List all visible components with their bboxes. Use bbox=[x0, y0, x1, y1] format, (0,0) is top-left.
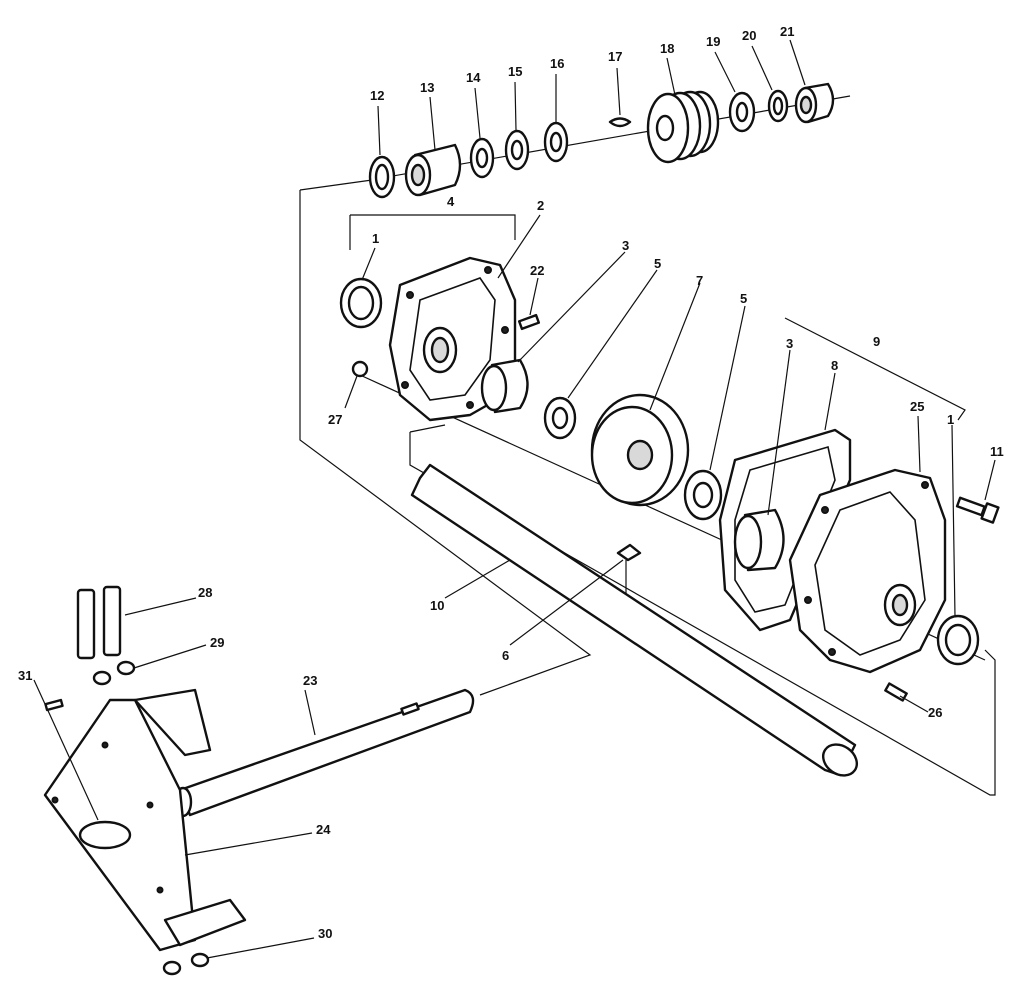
part-1-seal-right bbox=[936, 614, 980, 666]
part-6-key bbox=[616, 543, 642, 595]
label-8: 8 bbox=[831, 358, 838, 373]
part-22-grease-fitting bbox=[517, 313, 541, 331]
part-1-seal-left bbox=[339, 277, 383, 329]
label-7: 7 bbox=[696, 273, 703, 288]
label-18: 18 bbox=[660, 41, 674, 56]
part-11-bolt bbox=[955, 496, 1000, 524]
part-29-nuts bbox=[92, 660, 136, 686]
label-19: 19 bbox=[706, 34, 720, 49]
label-23: 23 bbox=[303, 673, 317, 688]
part-13-bushing bbox=[404, 143, 462, 197]
label-15: 15 bbox=[508, 64, 522, 79]
label-10: 10 bbox=[430, 598, 444, 613]
part-5-washer-right bbox=[683, 469, 723, 521]
label-21: 21 bbox=[780, 24, 794, 39]
part-10-shaft bbox=[410, 463, 858, 777]
part-15-spring-washer bbox=[504, 129, 530, 171]
label-3-right: 3 bbox=[786, 336, 793, 351]
part-3-bushing-right bbox=[733, 508, 785, 572]
part-8-gasket bbox=[718, 428, 852, 632]
part-5-washer-left bbox=[543, 396, 577, 440]
part-21-bushing bbox=[794, 82, 835, 124]
label-27: 27 bbox=[328, 412, 342, 427]
label-1-right: 1 bbox=[947, 412, 954, 427]
part-18-pulley bbox=[646, 90, 720, 164]
label-31: 31 bbox=[18, 668, 32, 683]
part-28-bolts bbox=[76, 585, 122, 660]
part-16-washer bbox=[543, 121, 569, 163]
part-20-ring bbox=[767, 89, 789, 123]
part-12-retaining-ring bbox=[368, 155, 396, 199]
label-5-right: 5 bbox=[740, 291, 747, 306]
label-9: 9 bbox=[873, 334, 880, 349]
part-19-washer bbox=[728, 91, 756, 133]
part-3-bushing-left bbox=[480, 358, 529, 414]
label-6: 6 bbox=[502, 648, 509, 663]
label-22: 22 bbox=[530, 263, 544, 278]
part-27-nut bbox=[351, 360, 369, 378]
label-29: 29 bbox=[210, 635, 224, 650]
part-30-nuts bbox=[162, 952, 210, 976]
part-17-key bbox=[608, 117, 632, 128]
label-24: 24 bbox=[316, 822, 331, 837]
part-24-bracket-plate bbox=[43, 688, 247, 952]
label-2: 2 bbox=[537, 198, 544, 213]
label-5-left: 5 bbox=[654, 256, 661, 271]
label-14: 14 bbox=[466, 70, 481, 85]
label-3-left: 3 bbox=[622, 238, 629, 253]
label-1-left: 1 bbox=[372, 231, 379, 246]
part-14-washer bbox=[469, 137, 495, 179]
leader-lines bbox=[33, 39, 996, 959]
label-17: 17 bbox=[608, 49, 622, 64]
label-28: 28 bbox=[198, 585, 212, 600]
label-25: 25 bbox=[910, 399, 924, 414]
label-11: 11 bbox=[990, 444, 1004, 459]
part-7-gear bbox=[590, 393, 690, 507]
callout-labels: 12 13 14 15 16 17 18 19 20 21 4 2 1 22 3… bbox=[18, 24, 1004, 941]
part-31-pin bbox=[44, 698, 64, 712]
part-25-housing bbox=[788, 468, 947, 674]
label-30: 30 bbox=[318, 926, 332, 941]
label-13: 13 bbox=[420, 80, 434, 95]
label-16: 16 bbox=[550, 56, 564, 71]
label-12: 12 bbox=[370, 88, 384, 103]
label-4: 4 bbox=[447, 194, 455, 209]
label-20: 20 bbox=[742, 28, 756, 43]
label-26: 26 bbox=[928, 705, 942, 720]
part-23-axle bbox=[173, 688, 475, 818]
